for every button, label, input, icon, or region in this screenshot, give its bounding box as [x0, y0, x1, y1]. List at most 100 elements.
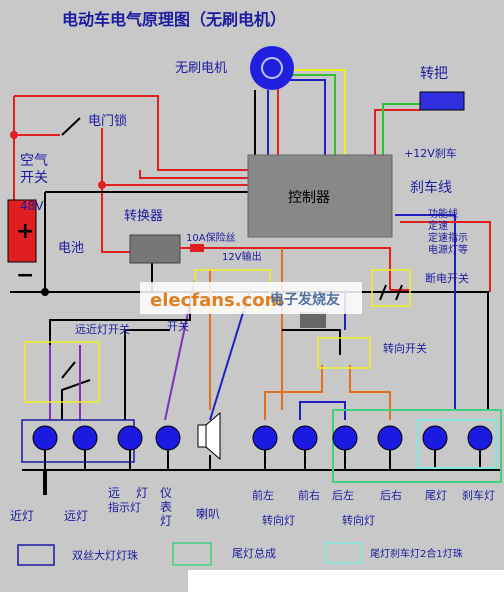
- bulb-meter: [155, 425, 181, 451]
- red-wire-converter: [101, 185, 130, 253]
- horn-label: 喇叭: [196, 506, 220, 521]
- legend-swatch-headlamp: [17, 544, 55, 566]
- breaker-switch-icon: [395, 284, 403, 301]
- turn-switch-label: 转向开关: [383, 341, 427, 355]
- meter-label-2: 表: [160, 500, 172, 514]
- front-left-label: 前左: [252, 488, 274, 502]
- high-ind-label-2: 灯: [136, 486, 148, 500]
- bulb-rear-right: [377, 425, 403, 451]
- red-wire-lock-out: [101, 128, 248, 186]
- high-beam-label: 远灯: [64, 509, 88, 523]
- breaker-box: [371, 269, 411, 307]
- throttle-wire-green: [382, 103, 420, 155]
- air-switch-label2: 开关: [20, 170, 48, 186]
- switch-label: 开关: [167, 319, 189, 333]
- meter-label-3: 灯: [160, 514, 172, 528]
- tail-assembly-frame: [332, 409, 502, 483]
- throttle-label: 转把: [420, 66, 448, 82]
- horn-cone: [205, 411, 221, 461]
- bottom-white-strip: [188, 570, 504, 592]
- bulb-brake: [467, 425, 493, 451]
- throttle-wire-red: [374, 109, 420, 155]
- watermark-bg: [140, 282, 362, 314]
- brake-light-label: 刹车灯: [462, 488, 495, 502]
- red-wire-lock: [14, 95, 248, 171]
- legend-label-tail: 尾灯总成: [232, 546, 276, 560]
- bulb-front-right: [292, 425, 318, 451]
- turn-light-label-2: 转向灯: [342, 513, 375, 527]
- controller-box: [247, 154, 393, 238]
- motor-icon: [250, 46, 294, 90]
- func-label-2: 定速: [428, 219, 448, 232]
- node: [98, 181, 106, 189]
- legend-label-headlamp: 双丝大灯灯珠: [72, 548, 138, 562]
- breaker-label: 断电开关: [425, 271, 469, 285]
- func-label-1: 功能线: [428, 207, 458, 220]
- wire-turn-left: [264, 365, 323, 420]
- motor-inner: [261, 57, 283, 79]
- bulb-low-beam: [32, 425, 58, 451]
- motor-label: 无刷电机: [175, 61, 227, 76]
- func-label-4: 电源灯等: [428, 243, 468, 256]
- wire-brake-light: [395, 214, 456, 410]
- controller-label: 控制器: [288, 190, 330, 206]
- bulb-high-beam: [72, 425, 98, 451]
- fuse-icon: [190, 244, 204, 252]
- motor-wire-yellow: [290, 69, 346, 155]
- diagram-title: 电动车电气原理图（无刷电机）: [62, 10, 286, 29]
- wire-tail: [400, 221, 491, 292]
- battery-minus: −: [16, 263, 34, 288]
- wire-turn-feed: [282, 329, 341, 355]
- tail-label: 尾灯: [425, 489, 447, 502]
- meter-label-1: 仪: [160, 486, 172, 500]
- headlight-switch-icon: [61, 361, 76, 379]
- breaker-switch-icon: [379, 284, 387, 301]
- func-label-3: 定速指示: [428, 231, 468, 244]
- rear-right-label: 后右: [380, 488, 402, 502]
- converter-label: 转换器: [124, 209, 163, 224]
- wire-12v-out: [210, 247, 391, 290]
- low-beam-label: 近灯: [10, 509, 34, 523]
- motor-wire-blue2: [290, 79, 326, 155]
- wire-ind: [124, 329, 170, 420]
- door-lock-label: 电门锁: [88, 113, 127, 129]
- bulb-tail: [422, 425, 448, 451]
- bulb-front-left: [252, 425, 278, 451]
- headlight-switch-box: [24, 341, 100, 403]
- node: [41, 288, 49, 296]
- horn-icon: [197, 424, 207, 448]
- turn-light-label-1: 转向灯: [262, 513, 295, 527]
- wire-head: [61, 379, 91, 420]
- watermark-text: 电子发烧友: [270, 291, 340, 308]
- tail-brake-frame: [417, 419, 497, 469]
- throttle-icon: [419, 91, 465, 111]
- legend-swatch-tail-brake: [324, 542, 362, 564]
- brake-line-label: 刹车线: [410, 179, 452, 196]
- out12v-label: 12V输出: [222, 250, 262, 263]
- brake12v-label: +12V刹车: [404, 146, 457, 160]
- fuse-label: 10A保险丝: [186, 231, 236, 244]
- headlight-switch-label: 远近灯开关: [75, 322, 130, 336]
- turn-switch-box: [317, 337, 371, 369]
- high-ind-label-1: 远: [108, 486, 120, 500]
- flasher-box: [300, 312, 326, 328]
- front-right-label: 前右: [298, 488, 320, 502]
- rear-left-label: 后左: [332, 489, 354, 502]
- bulb-high-indicator: [117, 425, 143, 451]
- battery-label: 电池: [58, 241, 84, 256]
- high-ind-label-3: 指示灯: [108, 500, 141, 514]
- legend-label-tail-brake: 尾灯刹车灯2合1灯珠: [370, 547, 463, 560]
- node: [10, 131, 18, 139]
- red-wire-ctrl2: [139, 170, 248, 179]
- watermark-logo: elecfans.com: [150, 290, 283, 311]
- converter-box: [129, 234, 181, 264]
- volt48-label: 48V: [20, 199, 44, 213]
- air-switch-label1: 空气: [20, 153, 48, 169]
- battery-plus: +: [16, 219, 34, 244]
- battery-body: [7, 199, 37, 263]
- wire-turn-right: [349, 365, 391, 420]
- door-lock-switch: [61, 117, 81, 136]
- motor-wire-green: [290, 74, 336, 155]
